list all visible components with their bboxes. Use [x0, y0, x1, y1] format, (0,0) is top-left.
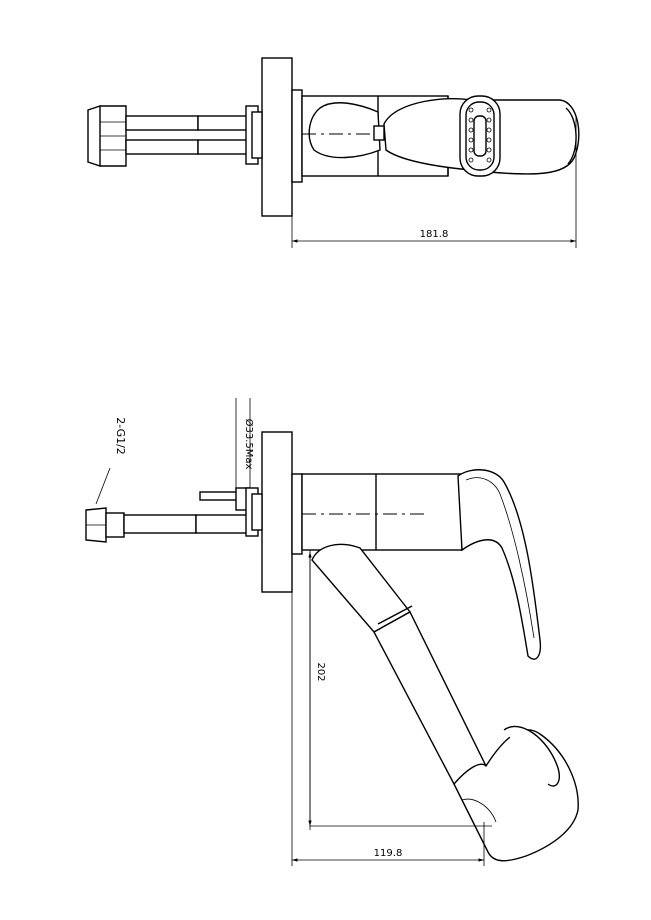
lever-side	[457, 469, 542, 660]
dimension-width-side: 119.8	[374, 848, 403, 859]
hose-side	[123, 514, 197, 534]
dimension-hole-diameter: Ø33.5Max	[243, 419, 255, 470]
top-view: 181.8	[87, 57, 580, 248]
pullout-sleeve	[311, 543, 412, 633]
hose-upper	[125, 115, 199, 131]
hose-thread-label: 2-G1/2	[114, 417, 127, 455]
side-view: Ø33.5Max 2-G1/2 202 119.8	[85, 398, 579, 866]
dimension-height-side: 202	[315, 662, 326, 681]
wall-section-side	[261, 431, 293, 593]
dimension-width-top: 181.8	[420, 229, 449, 240]
lever-top	[308, 102, 381, 159]
faucet-base-top	[291, 89, 303, 183]
faucet-body-side	[301, 473, 463, 551]
wall-section-top	[261, 57, 293, 217]
hose-lower	[125, 139, 199, 155]
